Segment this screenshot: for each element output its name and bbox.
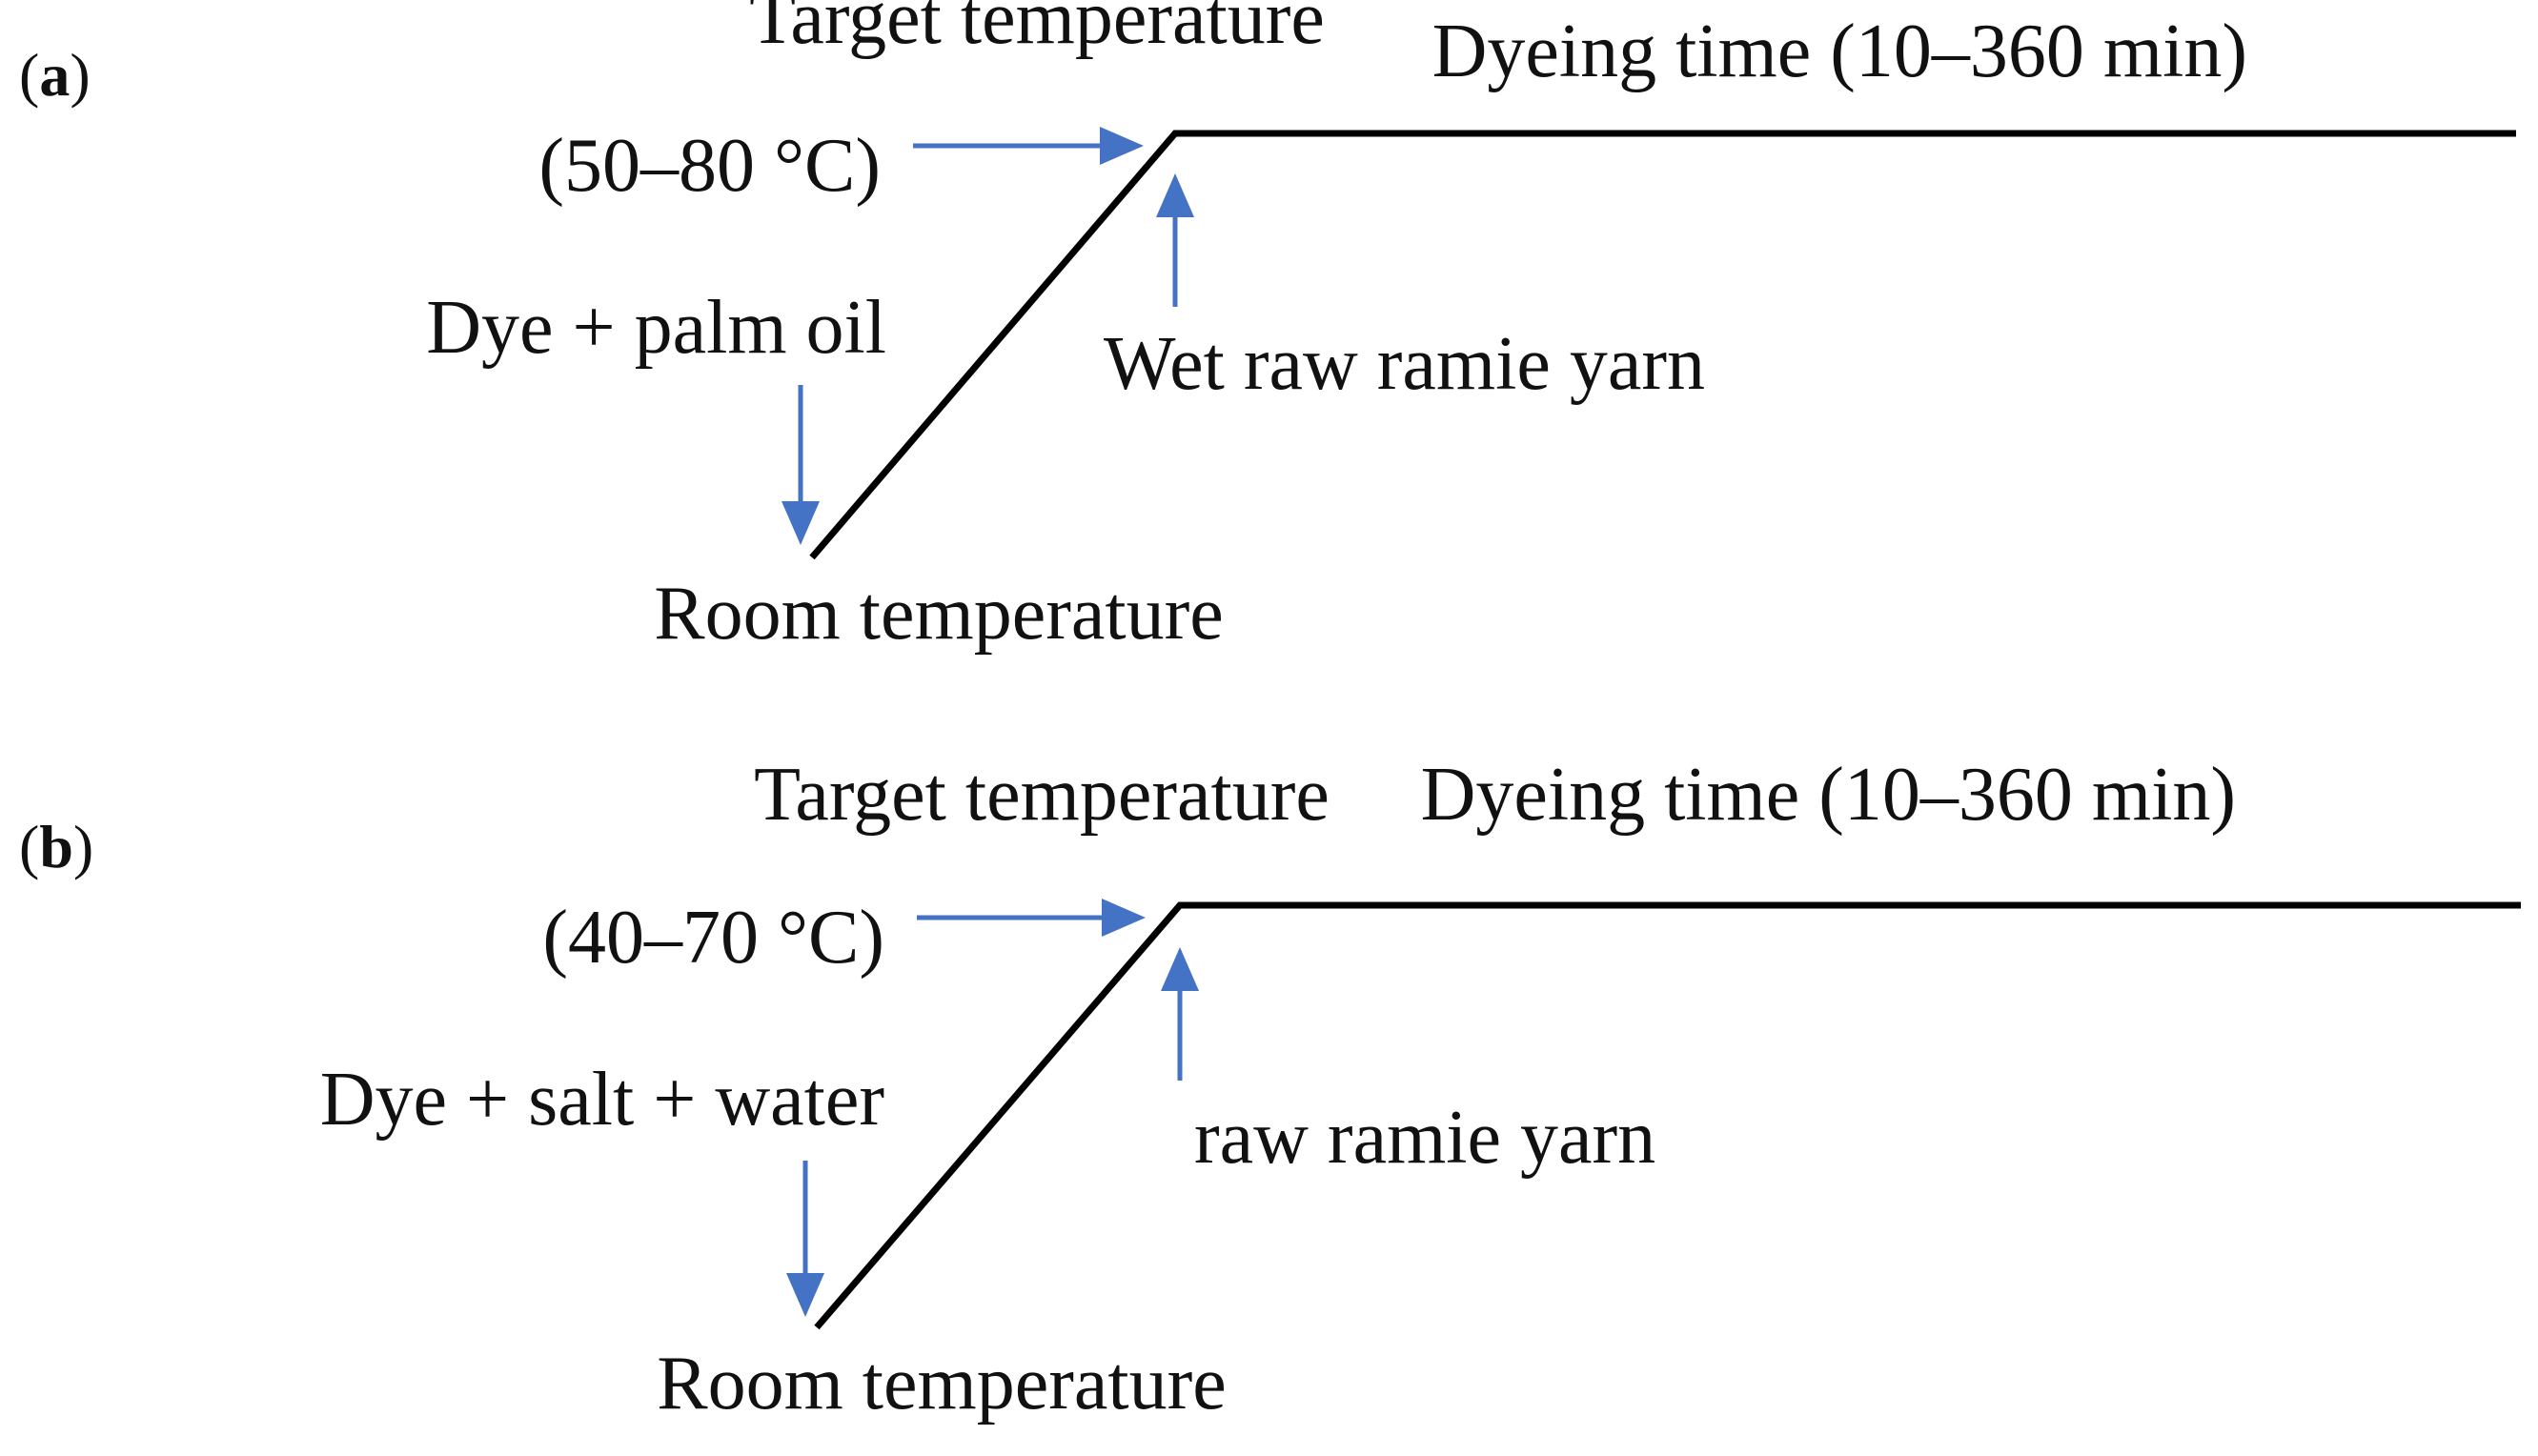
panel-a-temperature-profile: [809, 130, 2516, 560]
panel-a-yarn-label: Wet raw ramie yarn: [1104, 322, 1705, 406]
panel-b-temperature-profile: [814, 901, 2521, 1330]
panel-a-target-temperature-range: (50–80 °C): [538, 124, 881, 208]
panel-b-start-label: Room temperature: [657, 1342, 1227, 1426]
panel-b-target-temperature-range: (40–70 °C): [542, 896, 884, 980]
panel-a-letter: (a): [19, 41, 91, 109]
panel-a-addition-arrow: [782, 385, 820, 545]
panel-b-letter: (b): [19, 813, 93, 880]
panel-b-dyeing-time-label: Dyeing time (10–360 min): [1421, 753, 2236, 837]
panel-a-target-arrow: [913, 127, 1144, 165]
panel-a-target-temperature-label: Target temperature: [749, 0, 1325, 60]
panel-b-addition-arrow: [786, 1161, 824, 1317]
panel-b-addition-label: Dye + salt + water: [320, 1058, 884, 1142]
panel-b: (b) Target temperature (40–70 °C) Dyeing…: [19, 753, 2521, 1426]
panel-b-yarn-label: raw ramie yarn: [1194, 1096, 1655, 1180]
panel-a-yarn-arrow: [1156, 173, 1194, 307]
panel-b-target-arrow: [917, 899, 1146, 937]
panel-b-yarn-arrow: [1161, 947, 1199, 1081]
panel-a-dyeing-time-label: Dyeing time (10–360 min): [1432, 10, 2247, 93]
panel-b-target-temperature-label: Target temperature: [754, 753, 1330, 837]
panel-a-start-label: Room temperature: [654, 572, 1224, 656]
panel-a-addition-label: Dye + palm oil: [426, 286, 886, 370]
panel-a: (a) Target temperature (50–80 °C) Dyeing…: [19, 0, 2516, 656]
